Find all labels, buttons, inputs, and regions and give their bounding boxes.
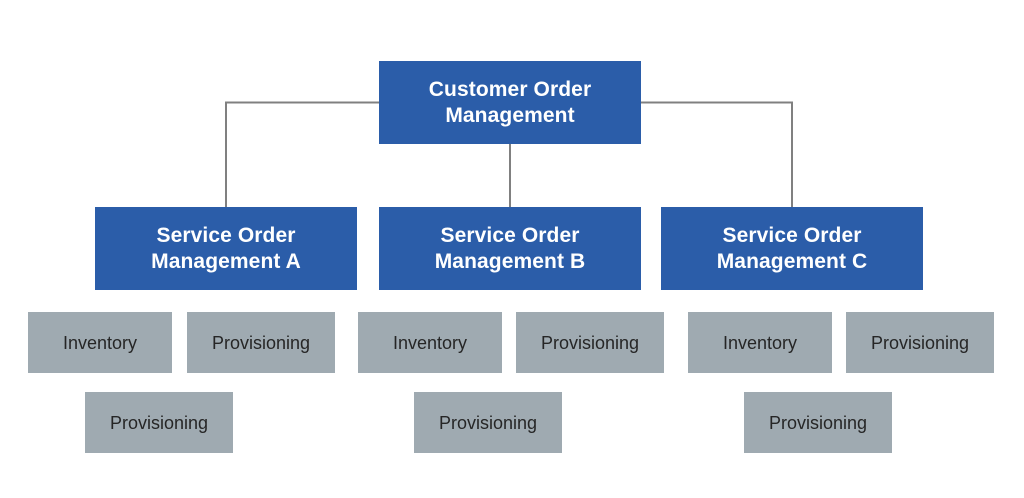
node-branch-a-provisioning-2-label: Provisioning <box>109 412 209 433</box>
node-branch-b-inventory[interactable]: Inventory <box>358 312 502 373</box>
node-som-b-label: Service Order Management B <box>434 223 586 273</box>
node-branch-a-provisioning[interactable]: Provisioning <box>187 312 335 373</box>
node-som-a-label: Service Order Management A <box>151 223 301 273</box>
node-branch-c-inventory-label: Inventory <box>722 332 798 353</box>
node-branch-a-provisioning-2[interactable]: Provisioning <box>85 392 233 453</box>
node-branch-a-inventory-label: Inventory <box>62 332 138 353</box>
node-service-order-management-c[interactable]: Service Order Management C <box>661 207 923 290</box>
node-branch-b-inventory-label: Inventory <box>392 332 468 353</box>
node-branch-b-provisioning-2-label: Provisioning <box>438 412 538 433</box>
node-branch-c-provisioning[interactable]: Provisioning <box>846 312 994 373</box>
node-branch-c-inventory[interactable]: Inventory <box>688 312 832 373</box>
node-branch-c-provisioning-label: Provisioning <box>870 332 970 353</box>
node-root-label: Customer Order Management <box>428 77 592 127</box>
node-branch-c-provisioning-2-label: Provisioning <box>768 412 868 433</box>
node-branch-b-provisioning[interactable]: Provisioning <box>516 312 664 373</box>
node-branch-a-provisioning-label: Provisioning <box>211 332 311 353</box>
node-som-c-label: Service Order Management C <box>716 223 868 273</box>
node-service-order-management-a[interactable]: Service Order Management A <box>95 207 357 290</box>
node-branch-b-provisioning-2[interactable]: Provisioning <box>414 392 562 453</box>
node-service-order-management-b[interactable]: Service Order Management B <box>379 207 641 290</box>
node-customer-order-management[interactable]: Customer Order Management <box>379 61 641 144</box>
node-branch-b-provisioning-label: Provisioning <box>540 332 640 353</box>
connector-root-to-branch-a <box>225 101 379 207</box>
node-branch-c-provisioning-2[interactable]: Provisioning <box>744 392 892 453</box>
node-branch-a-inventory[interactable]: Inventory <box>28 312 172 373</box>
connector-root-to-branch-c <box>641 101 793 207</box>
